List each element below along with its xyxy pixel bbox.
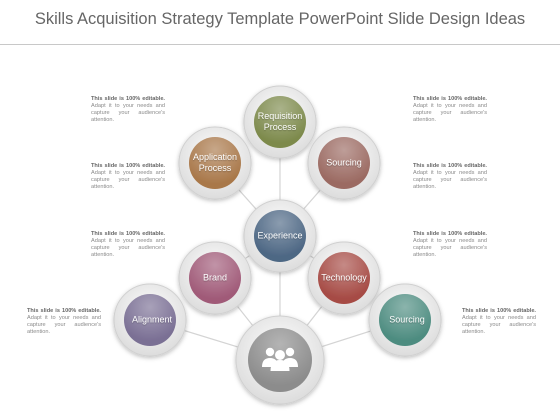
description-text-left-4: This slide is 100% editable. Adapt it to… — [27, 308, 101, 335]
slide-title: Skills Acquisition Strategy Template Pow… — [34, 10, 526, 28]
node-brand — [178, 241, 252, 315]
description-text-right-2: This slide is 100% editable. Adapt it to… — [413, 163, 487, 190]
title-divider — [0, 44, 560, 45]
node-label-sourcing-top: Sourcing — [326, 157, 362, 168]
node-sourcing-bottom — [368, 283, 442, 357]
description-text-right-4: This slide is 100% editable. Adapt it to… — [462, 308, 536, 335]
node-requisition — [243, 85, 317, 159]
description-text-left-2: This slide is 100% editable. Adapt it to… — [91, 163, 165, 190]
node-technology — [307, 241, 381, 315]
node-label-requisition: Requisition Process — [257, 111, 303, 132]
node-label-application: Application Process — [192, 152, 238, 173]
description-text-right-1: This slide is 100% editable. Adapt it to… — [413, 96, 487, 123]
people-group-icon — [262, 347, 298, 371]
node-label-technology: Technology — [321, 272, 367, 283]
node-label-experience: Experience — [257, 230, 303, 241]
node-label-alignment: Alignment — [131, 314, 173, 325]
node-alignment — [113, 283, 187, 357]
description-text-left-3: This slide is 100% editable. Adapt it to… — [91, 231, 165, 258]
node-sourcing-top — [307, 126, 381, 200]
description-text-left-1: This slide is 100% editable. Adapt it to… — [91, 96, 165, 123]
node-experience — [243, 199, 317, 273]
node-label-sourcing-bottom: Sourcing — [389, 314, 425, 325]
description-text-right-3: This slide is 100% editable. Adapt it to… — [413, 231, 487, 258]
node-label-brand: Brand — [202, 272, 228, 283]
node-application — [178, 126, 252, 200]
